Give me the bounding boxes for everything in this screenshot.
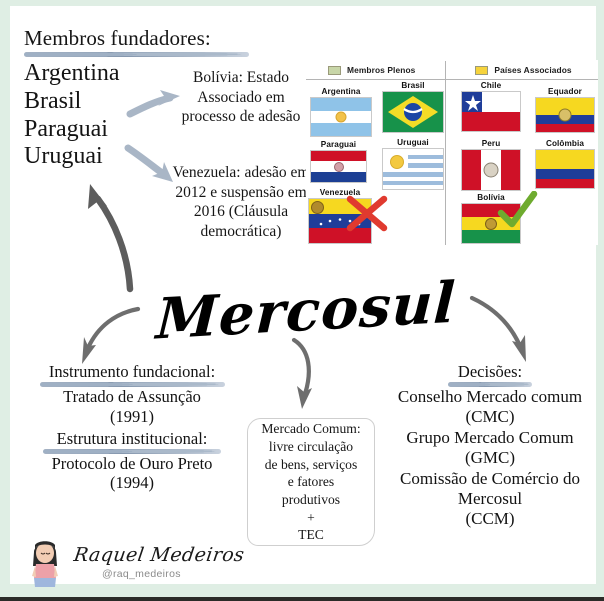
- argentina-flag-icon: [310, 97, 372, 137]
- legend-label: Membros Plenos: [347, 65, 416, 75]
- box-line: TEC: [298, 527, 324, 543]
- decisions-heading-wrap: Decisões:: [378, 362, 602, 387]
- founding-members-section: Membros fundadores: Argentina Brasil Par…: [24, 26, 249, 171]
- colombia-flag-icon: [535, 149, 595, 189]
- decision-line: Mercosul: [457, 488, 523, 508]
- flags-panel: Membros Plenos Países Associados Argenti…: [306, 60, 598, 245]
- author-name: Raquel Medeiros: [72, 544, 246, 566]
- founding-members-heading: Membros fundadores:: [24, 26, 211, 50]
- page-title: Mercosul: [154, 269, 458, 353]
- box-line: produtivos: [281, 491, 341, 507]
- flag-label: Colômbia: [545, 139, 585, 148]
- flag-cell-argentina: Argentina: [310, 87, 372, 137]
- flag-cell-chile: Chile: [461, 81, 521, 132]
- instrument-heading-wrap: Instrumento fundacional:: [18, 362, 246, 387]
- decisions-heading-underline: [448, 382, 532, 387]
- flag-cell-venezuela: Venezuela: [308, 188, 388, 244]
- flag-label: Peru: [481, 139, 501, 148]
- list-item: Argentina: [24, 60, 120, 86]
- arrow-to-venezuela-icon: [124, 144, 173, 182]
- decision-line: (CCM): [465, 509, 515, 529]
- box-line: e fatores: [287, 474, 335, 490]
- flag-label: Uruguai: [397, 138, 429, 147]
- green-swatch-icon: [328, 65, 341, 75]
- heading-underline: [24, 52, 249, 57]
- founding-members-list: Argentina Brasil Paraguai Uruguai: [24, 60, 249, 171]
- decision-line: Conselho Mercado comum: [397, 387, 583, 406]
- decisions-heading: Decisões:: [457, 362, 523, 381]
- flag-label: Chile: [480, 81, 502, 90]
- infographic-sheet: Membros fundadores: Argentina Brasil Par…: [10, 6, 598, 587]
- mercado-comum-box: Mercado Comum: livre circulação de bens,…: [247, 418, 375, 546]
- peru-flag-icon: [461, 149, 521, 191]
- venezuela-note: Venezuela: adesão em 2012 e suspensão em…: [172, 164, 310, 240]
- instrument-heading: Instrumento fundacional:: [48, 362, 216, 381]
- flag-label: Brasil: [401, 81, 425, 90]
- x-mark-icon: [346, 195, 388, 232]
- structure-heading-underline: [43, 448, 221, 454]
- flag-label: Equador: [548, 87, 582, 96]
- arrow-down-right-icon: [469, 295, 526, 362]
- decision-line: Grupo Mercado Comum: [406, 427, 574, 447]
- flag-label: Paraguai: [320, 140, 357, 149]
- legend-associated: Países Associados: [475, 65, 572, 75]
- flag-cell-colombia: Colômbia: [535, 139, 595, 189]
- flag-cell-equador: Equador: [535, 87, 595, 133]
- arrow-up-to-founders-icon: [88, 184, 134, 293]
- paraguai-flag-icon: [310, 150, 367, 183]
- avatar: [22, 536, 68, 588]
- legend-full-members: Membros Plenos: [328, 65, 415, 75]
- brasil-flag-icon: [382, 91, 444, 133]
- uruguai-flag-icon: [382, 148, 444, 190]
- check-mark-icon: [497, 191, 538, 228]
- arrow-down-center-icon: [291, 337, 312, 409]
- structure-year: (1994): [110, 473, 154, 493]
- bottom-strip: [0, 597, 604, 601]
- equador-flag-icon: [535, 97, 595, 133]
- flag-label: Argentina: [321, 87, 361, 96]
- box-line: livre circulação: [268, 438, 354, 454]
- box-line: +: [307, 509, 315, 525]
- list-item: Paraguai: [24, 115, 108, 142]
- box-line: de bens, serviços: [264, 456, 358, 472]
- flag-cell-peru: Peru: [461, 139, 521, 191]
- flags-legend: Membros Plenos Países Associados: [306, 60, 598, 80]
- instrument-heading-underline: [39, 382, 225, 387]
- box-line: Mercado Comum:: [261, 421, 361, 437]
- legend-divider: [306, 79, 598, 80]
- author-handle: @raq_medeiros: [102, 568, 181, 580]
- flag-label: Bolívia: [477, 193, 505, 202]
- panel-vertical-divider: [445, 61, 446, 245]
- list-item: Brasil: [24, 87, 82, 114]
- foundational-instrument-block: Instrumento fundacional: Tratado de Assu…: [18, 362, 246, 493]
- structure-heading: Estrutura institucional:: [56, 428, 208, 448]
- decision-line: (CMC): [465, 407, 515, 427]
- instrument-year: (1991): [110, 406, 154, 426]
- legend-label: Países Associados: [494, 65, 572, 75]
- yellow-swatch-icon: [475, 65, 489, 75]
- bolivia-note: Bolívia: Estado Associado em processo de…: [181, 69, 301, 126]
- arrow-to-bolivia-icon: [126, 90, 180, 118]
- flag-cell-brasil: Brasil: [382, 81, 444, 133]
- flag-cell-paraguai: Paraguai: [310, 140, 367, 183]
- arrow-down-left-icon: [82, 306, 141, 364]
- signature-text: Raquel Medeiros @raq_medeiros: [72, 544, 246, 580]
- flag-cell-uruguai: Uruguai: [382, 138, 444, 190]
- instrument-name: Tratado de Assunção: [63, 387, 201, 406]
- author-signature: Raquel Medeiros @raq_medeiros: [22, 534, 252, 590]
- structure-name: Protocolo de Ouro Preto: [51, 453, 213, 473]
- decision-line: (GMC): [464, 448, 516, 468]
- structure-heading-wrap: Estrutura institucional:: [18, 429, 246, 454]
- decision-line: Comissão de Comércio do: [400, 468, 580, 488]
- chile-flag-icon: [461, 91, 521, 132]
- list-item: Uruguai: [24, 143, 103, 170]
- flag-label: Venezuela: [319, 188, 361, 197]
- decisions-block: Decisões: Conselho Mercado comum (CMC) G…: [378, 362, 602, 530]
- flag-cell-bolivia: Bolívia: [461, 191, 538, 244]
